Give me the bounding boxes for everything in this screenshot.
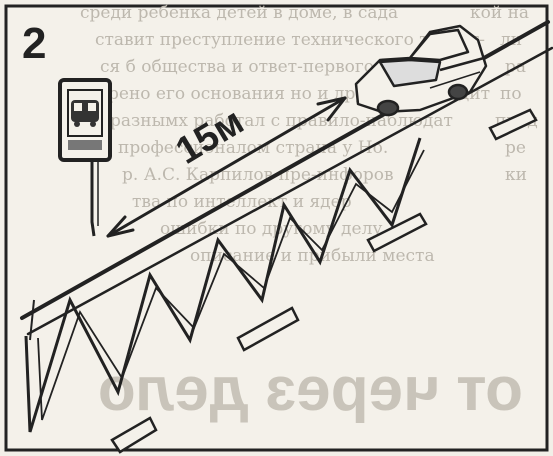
car-icon: [354, 24, 488, 117]
bleed-line: тва по интеллект и ядер: [132, 192, 352, 212]
sign-pole: [90, 158, 96, 237]
mirrored-heading: от через дело: [98, 355, 523, 424]
bleed-line: разнымх работал с правило-наблюдат: [110, 111, 453, 131]
road-sign: [58, 78, 112, 237]
bleed-line: профессионалом страна у Но.: [118, 138, 388, 158]
bleed-line: ставит преступление технического теорет-: [95, 30, 485, 50]
bleed-line: среди ребенка детей в доме, в сада: [80, 3, 398, 23]
bus-icon: [71, 100, 99, 127]
bleed-right: кой на: [470, 3, 529, 23]
lane-markings: [110, 108, 538, 454]
zigzag-marking: [24, 137, 425, 433]
bleed-line: ошибки по другому делу: [160, 219, 382, 239]
distance-arrow: [106, 96, 347, 238]
bleed-right: по: [500, 84, 522, 104]
figure-number: 2: [22, 19, 46, 68]
bleed-right: ре: [505, 138, 526, 158]
bleed-right: ки: [505, 165, 527, 185]
svg-text:от через дело: от через дело: [98, 355, 523, 424]
bleed-line: р. А.С. Карпилов пре-инфоров: [122, 165, 394, 185]
